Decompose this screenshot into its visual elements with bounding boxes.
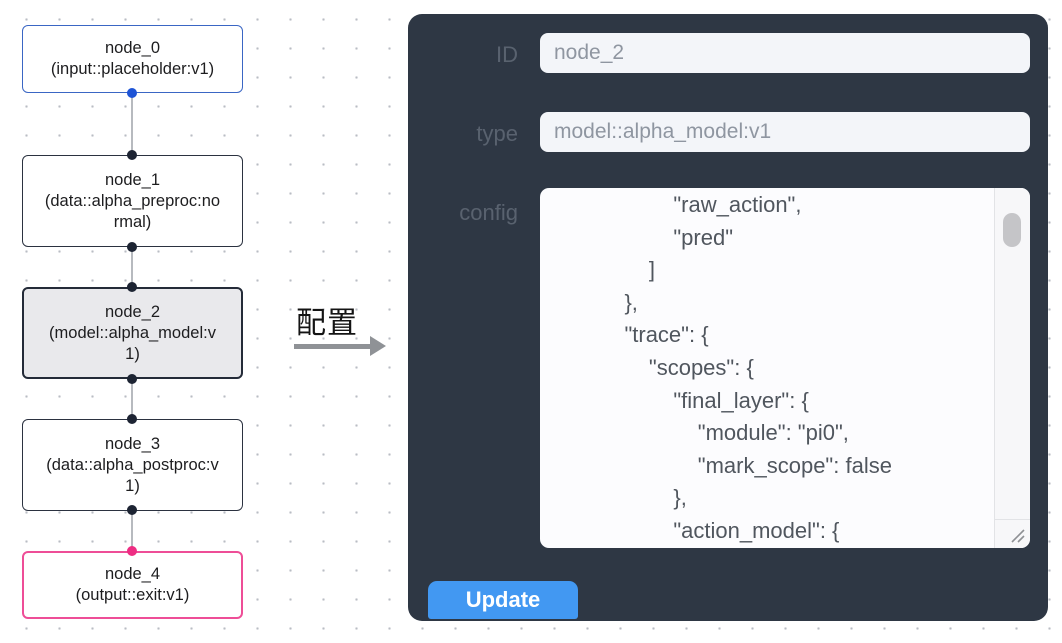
node-label: node_1: [104, 170, 161, 189]
resize-grip-icon: [1011, 529, 1025, 543]
id-input[interactable]: [540, 33, 1030, 73]
node-type: (data::alpha_postproc:v1): [46, 455, 219, 495]
edge-node1-node2: [131, 247, 133, 287]
config-resize-handle[interactable]: [994, 519, 1030, 548]
node-label: node_4: [104, 565, 161, 583]
config-scrollbar-track[interactable]: [994, 188, 1030, 519]
node-label: node_3: [104, 434, 161, 453]
node-type: (output::exit:v1): [75, 586, 190, 604]
config-json-text[interactable]: "raw_action", "pred" ] }, "trace": { "sc…: [624, 192, 892, 543]
flow-node-node_2-selected[interactable]: node_2 (model::alpha_model:v1): [22, 287, 243, 379]
node1-source-handle[interactable]: [127, 242, 137, 252]
edge-node2-node3: [131, 379, 133, 419]
type-field-label: type: [476, 121, 518, 146]
id-field-label: ID: [496, 42, 518, 67]
node-config-panel: ID type config "raw_action", "pred" ] },…: [408, 14, 1048, 621]
node-label: node_2: [104, 302, 161, 321]
edge-node0-node1: [131, 93, 133, 155]
node-type: (input::placeholder:v1): [50, 60, 215, 78]
node3-target-handle[interactable]: [127, 414, 137, 424]
flow-node-node_4[interactable]: node_4 (output::exit:v1): [22, 551, 243, 619]
config-field-label: config: [459, 200, 518, 225]
right-arrow-head-icon: [370, 336, 386, 356]
config-scrollbar-thumb[interactable]: [1003, 213, 1021, 247]
node1-target-handle[interactable]: [127, 150, 137, 160]
update-button[interactable]: Update: [428, 581, 578, 619]
right-arrow-icon: [294, 344, 372, 349]
flow-node-node_0[interactable]: node_0 (input::placeholder:v1): [22, 25, 243, 93]
node2-target-handle[interactable]: [127, 282, 137, 292]
node-type: (data::alpha_preproc:normal): [44, 191, 221, 231]
config-textarea[interactable]: "raw_action", "pred" ] }, "trace": { "sc…: [540, 188, 1030, 548]
node0-source-handle[interactable]: [127, 88, 137, 98]
edge-node3-node4: [131, 510, 133, 551]
node-label: node_0: [104, 39, 161, 57]
flow-node-node_3[interactable]: node_3 (data::alpha_postproc:v1): [22, 419, 243, 511]
node2-source-handle[interactable]: [127, 374, 137, 384]
flow-node-node_1[interactable]: node_1 (data::alpha_preproc:normal): [22, 155, 243, 247]
node4-target-handle[interactable]: [127, 546, 137, 556]
node3-source-handle[interactable]: [127, 505, 137, 515]
node-type: (model::alpha_model:v1): [49, 323, 216, 363]
config-arrow-label: 配置: [296, 307, 358, 340]
type-input[interactable]: [540, 112, 1030, 152]
